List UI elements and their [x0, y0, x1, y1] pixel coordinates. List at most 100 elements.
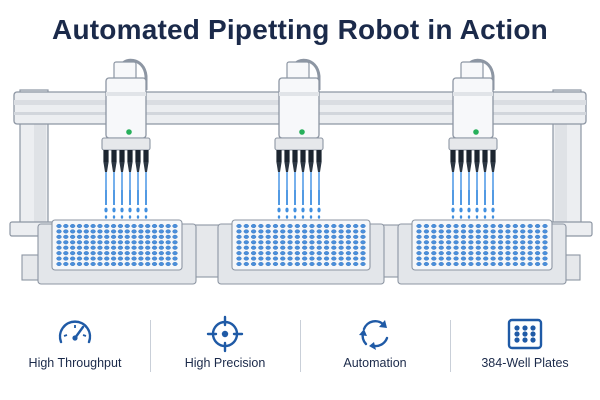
well — [70, 229, 76, 234]
well — [483, 223, 489, 228]
well — [309, 240, 315, 245]
well — [172, 229, 178, 234]
well — [475, 223, 481, 228]
well — [331, 234, 337, 239]
pipette-tip — [103, 150, 109, 162]
well — [483, 256, 489, 261]
well — [505, 245, 511, 250]
well — [56, 234, 62, 239]
well — [438, 240, 444, 245]
right-leg-shade — [555, 105, 567, 230]
well — [423, 240, 430, 245]
well — [56, 240, 62, 245]
well — [416, 245, 422, 250]
liquid-drop — [112, 215, 116, 219]
well — [145, 229, 151, 234]
diagram-title: Automated Pipetting Robot in Action — [52, 14, 548, 45]
well — [446, 240, 452, 245]
well — [438, 245, 444, 250]
well — [512, 256, 518, 261]
well — [453, 240, 459, 245]
well — [453, 245, 459, 250]
pipette-nozzle — [474, 162, 480, 172]
well — [172, 251, 178, 256]
well — [243, 223, 249, 228]
feature-automation: Automation — [300, 306, 450, 396]
well — [280, 256, 286, 261]
well — [416, 240, 422, 245]
well — [110, 251, 117, 256]
well — [520, 229, 526, 234]
pipetting-head — [101, 58, 151, 219]
well — [90, 223, 96, 228]
well — [104, 234, 110, 239]
pipette-nozzle — [482, 162, 488, 172]
well — [438, 223, 444, 228]
well — [345, 251, 352, 256]
well — [309, 251, 315, 256]
well — [542, 223, 548, 228]
well — [158, 234, 164, 239]
well — [438, 256, 444, 261]
liquid-drop — [136, 215, 140, 219]
well — [97, 240, 103, 245]
well — [323, 256, 330, 261]
well — [497, 229, 504, 234]
well — [243, 262, 249, 267]
liquid-drop — [459, 207, 463, 213]
liquid-drop — [104, 207, 108, 213]
well — [287, 256, 293, 261]
well — [145, 251, 151, 256]
well — [460, 223, 467, 228]
liquid-drop — [277, 207, 281, 213]
well — [416, 234, 422, 239]
well — [243, 229, 249, 234]
well — [138, 251, 144, 256]
well — [460, 240, 467, 245]
well — [497, 223, 504, 228]
well — [512, 234, 518, 239]
well — [272, 251, 279, 256]
well — [287, 245, 293, 250]
well-plate-icon — [507, 318, 543, 350]
feature-label: High Throughput — [28, 356, 122, 370]
well — [338, 245, 344, 250]
well — [520, 234, 526, 239]
well — [527, 256, 533, 261]
well — [446, 251, 452, 256]
well — [151, 245, 158, 250]
well — [158, 229, 164, 234]
well — [110, 223, 117, 228]
well — [258, 234, 264, 239]
liquid-drop — [491, 215, 495, 219]
well — [497, 234, 504, 239]
head-top — [460, 61, 484, 81]
tip-manifold — [448, 137, 498, 151]
well — [331, 240, 337, 245]
well — [110, 245, 117, 250]
well — [534, 229, 541, 234]
well — [172, 234, 178, 239]
well — [258, 223, 264, 228]
well — [302, 256, 308, 261]
well — [243, 251, 249, 256]
left-leg-shade — [34, 105, 46, 230]
well — [56, 245, 62, 250]
well — [302, 234, 308, 239]
well — [104, 262, 110, 267]
well — [258, 240, 264, 245]
well — [63, 251, 69, 256]
well — [323, 245, 330, 250]
well — [280, 245, 286, 250]
well — [345, 262, 352, 267]
pipette-tip — [316, 150, 322, 162]
well — [468, 251, 474, 256]
well — [542, 262, 548, 267]
pipette-tip — [450, 150, 456, 162]
well — [56, 256, 62, 261]
well — [117, 229, 124, 234]
well — [117, 234, 124, 239]
well — [316, 245, 322, 250]
well — [110, 240, 117, 245]
well — [483, 245, 489, 250]
